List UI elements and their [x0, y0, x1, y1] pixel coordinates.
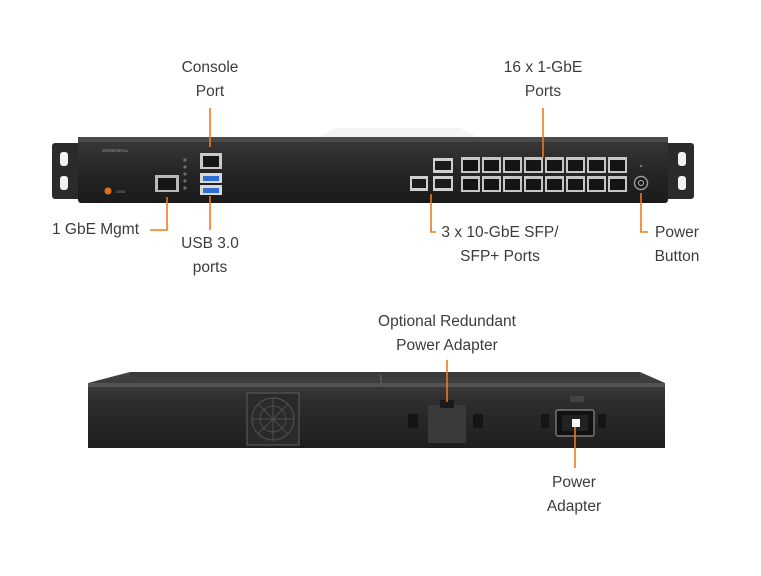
- power-adapter-label: Power Adapter: [546, 474, 602, 515]
- gbe-port[interactable]: [608, 157, 627, 173]
- sfp-ports[interactable]: [410, 158, 453, 191]
- mgmt-port[interactable]: [155, 175, 179, 192]
- gbe-port[interactable]: [545, 157, 564, 173]
- gbe-port[interactable]: [524, 176, 543, 192]
- sfp-callout-line: [430, 194, 436, 233]
- usb-label: USB 3.0 ports: [181, 235, 239, 276]
- gbe-port[interactable]: [524, 157, 543, 173]
- status-leds: [183, 158, 187, 190]
- mgmt-callout-line: [150, 197, 168, 231]
- console-port[interactable]: [200, 153, 222, 169]
- gbe-port[interactable]: [545, 176, 564, 192]
- gbe-port[interactable]: [587, 157, 606, 173]
- gbe-port[interactable]: [482, 176, 501, 192]
- console-port-label: Console Port: [181, 59, 239, 100]
- gbe-ports-label: 16 x 1-GbE Ports: [503, 59, 583, 100]
- gbe-port[interactable]: [461, 157, 480, 173]
- gbe-port[interactable]: [461, 176, 480, 192]
- left-rack-ear: [52, 143, 82, 199]
- model-badge-icon: [104, 187, 112, 195]
- redundant-power-slot[interactable]: [428, 400, 466, 443]
- callout-lines: [150, 108, 648, 468]
- gbe-port[interactable]: [503, 176, 522, 192]
- sfp-label: 3 x 10-GbE SFP/ SFP+ Ports: [441, 224, 559, 265]
- gbe-port[interactable]: [566, 176, 585, 192]
- front-panel: SONICWALL 2700: [52, 128, 694, 203]
- brand-logo: SONICWALL: [102, 148, 129, 153]
- vent-slots: [408, 414, 606, 428]
- model-number: 2700: [116, 189, 126, 194]
- usb-ports[interactable]: [200, 173, 222, 195]
- power-button[interactable]: [633, 164, 649, 191]
- gbe-port[interactable]: [587, 176, 606, 192]
- gbe-port[interactable]: [503, 157, 522, 173]
- power-button-label: Power Button: [654, 224, 700, 265]
- gbe-port[interactable]: [608, 176, 627, 192]
- back-panel: [88, 372, 665, 448]
- power-button-callout-line: [640, 193, 648, 233]
- gbe-port[interactable]: [566, 157, 585, 173]
- right-rack-ear: [664, 143, 694, 199]
- mgmt-label: 1 GbE Mgmt: [52, 221, 139, 238]
- fan-grille: [246, 392, 300, 446]
- gbe-port[interactable]: [482, 157, 501, 173]
- redundant-power-label: Optional Redundant Power Adapter: [378, 313, 516, 354]
- gbe-ports[interactable]: [461, 157, 627, 192]
